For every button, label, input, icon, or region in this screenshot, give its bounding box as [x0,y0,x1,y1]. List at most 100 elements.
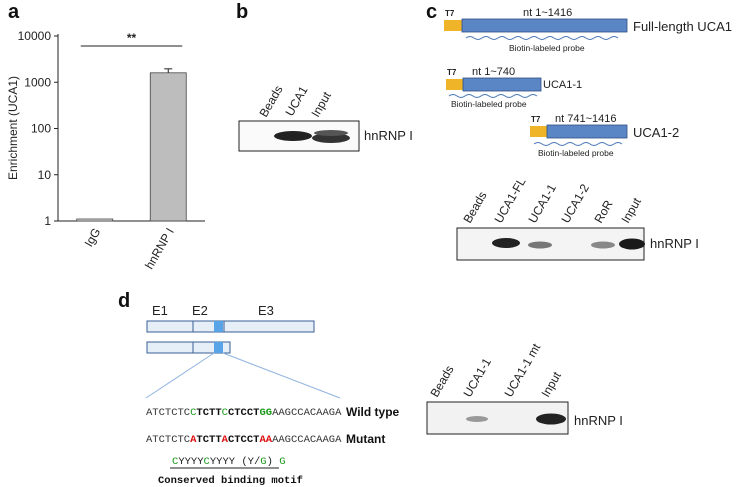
sequence-segment: C [190,407,196,419]
motif-region [214,321,223,332]
blot-band [591,241,615,249]
t7-promoter [530,126,547,137]
y-tick-label: 10 [38,168,52,182]
construct-uca1-1: T7 nt 1~740 UCA1-1 Biotin-labeled probe [446,66,582,109]
lane-label-uca1-1: UCA1-1 [525,181,559,225]
t7-promoter [444,20,462,31]
panel-label-a: a [8,1,20,23]
lane-label-uca1-1: UCA1-1 [460,355,494,399]
nt-range: nt 741~1416 [555,113,616,125]
lane-label-beads: Beads [460,189,489,225]
blot-band [312,133,350,143]
sequence-segment: ATCTCTC [146,407,190,419]
panel-label-d: d [118,290,130,312]
lane-label-input: Input [308,89,334,120]
transcript-bar [146,341,231,354]
y-tick-label: 1 [44,214,51,228]
sequence-segment: ) [267,456,280,468]
t7-promoter-label: T7 [447,68,457,77]
sequence-segment: C [204,456,210,468]
exon-diagram: E1 E2 E3 [145,303,341,399]
blot-band [536,413,566,425]
y-axis-label: Enrichment (UCA1) [6,76,20,180]
lane-label-beads: Beads [256,83,285,119]
exon-label-e2: E2 [192,303,208,318]
lane-label-input: Input [618,195,644,226]
bar-hnrnp-i [149,72,187,222]
exon-label-e3: E3 [258,303,274,318]
sequence-segment: G [279,456,285,468]
t7-promoter-label: T7 [445,9,455,18]
probe-label: Biotin-labeled probe [509,43,585,53]
lane-label-uca1-fl: UCA1-FL [491,175,528,226]
construct-bar [546,124,628,139]
sequence-segment: YYYY [178,456,204,468]
construct-name: UCA1-1 [543,79,582,91]
probe-wave [448,94,538,98]
x-tick-label: IgG [82,226,104,250]
lane-label-ror: RoR [591,197,615,225]
blot-band [314,130,348,136]
motif-caption: Conserved binding motif [158,475,303,487]
t7-promoter-label: T7 [531,115,541,124]
mutant-sequence: ATCTCTCATCTTACTCCTAAAAGCCACAAGA [146,434,342,446]
wild-type-sequence: ATCTCTCCTCTTCCTCCTGGAAGCCACAAGA [146,407,342,419]
probe-wave [533,142,623,146]
western-blot-d: Beads UCA1-1 UCA1-1 mt Input hnRNP I [426,341,623,435]
motif-region [214,342,223,353]
sequence-segment: CTCCT [228,434,260,446]
zoom-line [222,352,341,399]
construct-name: UCA1-2 [633,125,679,140]
sequence-segment: C [172,456,178,468]
sequence-segment: TCTT [196,434,221,446]
protein-label: hnRNP I [650,236,699,251]
y-tick-label: 1000 [24,75,51,89]
blot-band [466,416,488,422]
sequence-segment: ATCTCTC [146,434,190,446]
sequence-segment: AA [259,434,272,446]
wild-type-label: Wild type [346,405,400,419]
y-tick-label: 100 [31,122,51,136]
probe-label: Biotin-labeled probe [451,99,527,109]
panel-label-c: c [426,1,437,23]
sequence-block: ATCTCTCCTCTTCCTCCTGGAAGCCACAAGA Wild typ… [146,405,400,487]
lane-label-uca1-1-mt: UCA1-1 mt [501,341,543,400]
sequence-segment: GG [259,407,272,419]
western-blot-c: Beads UCA1-FL UCA1-1 UCA1-2 RoR Input hn… [456,175,699,261]
significance-label: ** [127,31,137,45]
blot-band [492,238,520,248]
construct-name: Full-length UCA1 [633,19,732,34]
sequence-segment: CTCCT [228,407,260,419]
blot-band [274,131,312,141]
lane-label-uca1-2: UCA1-2 [558,181,592,225]
lane-label-beads: Beads [427,363,456,399]
blot-band [619,238,645,250]
transcript-bar [146,320,315,333]
sequence-segment: TCTT [196,407,221,419]
protein-label: hnRNP I [364,128,413,143]
nt-range: nt 1~740 [472,66,515,78]
construct-bar [462,77,542,92]
construct-full-length: T7 nt 1~1416 Full-length UCA1 Biotin-lab… [444,7,732,53]
sequence-segment: AAGCCACAAGA [272,407,342,419]
blot-band [528,241,552,249]
bar-igg [76,218,114,222]
motif-sequence: CYYYYCYYYY (Y/G) G [172,456,286,468]
y-tick-label: 10000 [18,29,52,43]
construct-uca1-2: T7 nt 741~1416 UCA1-2 Biotin-labeled pro… [530,113,679,158]
sequence-segment: YYYY (Y/ [210,456,260,468]
lane-label-uca1: UCA1 [282,83,310,118]
lane-label-input: Input [538,369,564,400]
protein-label: hnRNP I [574,413,623,428]
sequence-segment: C [222,407,228,419]
mutant-label: Mutant [346,432,385,446]
nt-range: nt 1~1416 [523,7,572,19]
probe-wave [465,36,619,40]
construct-bar [461,18,628,33]
exon-label-e1: E1 [152,303,168,318]
sequence-segment: A [190,434,197,446]
sequence-segment: AAGCCACAAGA [272,434,342,446]
sequence-segment: G [260,456,266,468]
